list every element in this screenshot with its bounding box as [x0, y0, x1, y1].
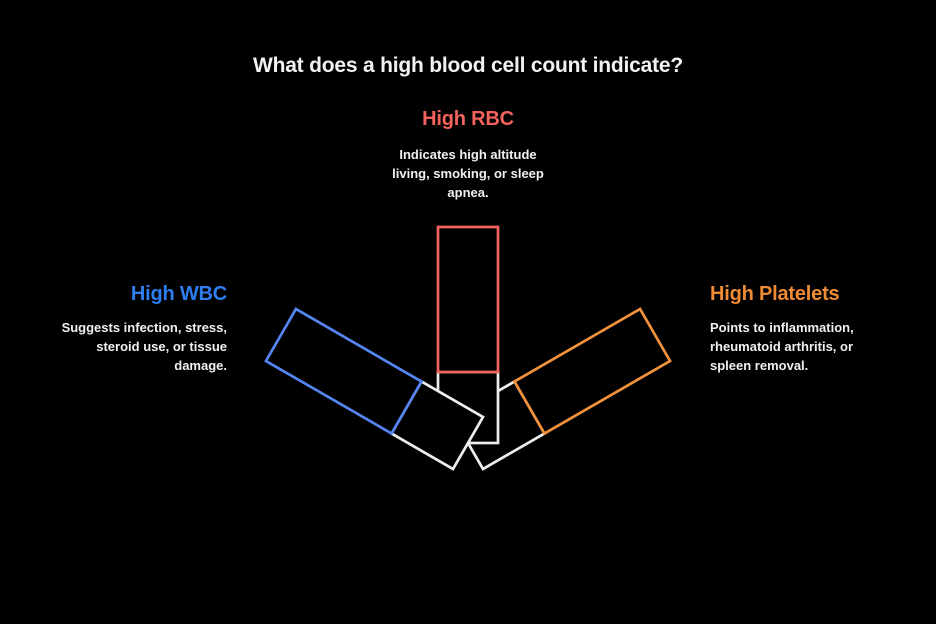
- section-platelets: High Platelets Points to inflammation, r…: [710, 283, 936, 375]
- rbc-description: Indicates high altitude living, smoking,…: [392, 147, 544, 200]
- wbc-description: Suggests infection, stress, steroid use,…: [61, 320, 227, 373]
- wbc-heading: High WBC: [130, 283, 227, 305]
- section-wbc: High WBC Suggests infection, stress, ste…: [0, 283, 228, 375]
- wbc-marker-body: [264, 307, 424, 436]
- rbc-marker-body: [436, 225, 500, 374]
- platelets-marker-body: [512, 307, 672, 436]
- platelets-heading: High Platelets: [710, 283, 840, 305]
- page-title: What does a high blood cell count indica…: [252, 54, 684, 77]
- wbc-marker-shape: [264, 307, 485, 471]
- platelets-description: Points to inflammation, rheumatoid arthr…: [710, 320, 854, 373]
- rbc-marker-shape: [436, 225, 500, 445]
- section-rbc: High RBC Indicates high altitude living,…: [318, 108, 618, 202]
- rbc-heading: High RBC: [422, 108, 514, 130]
